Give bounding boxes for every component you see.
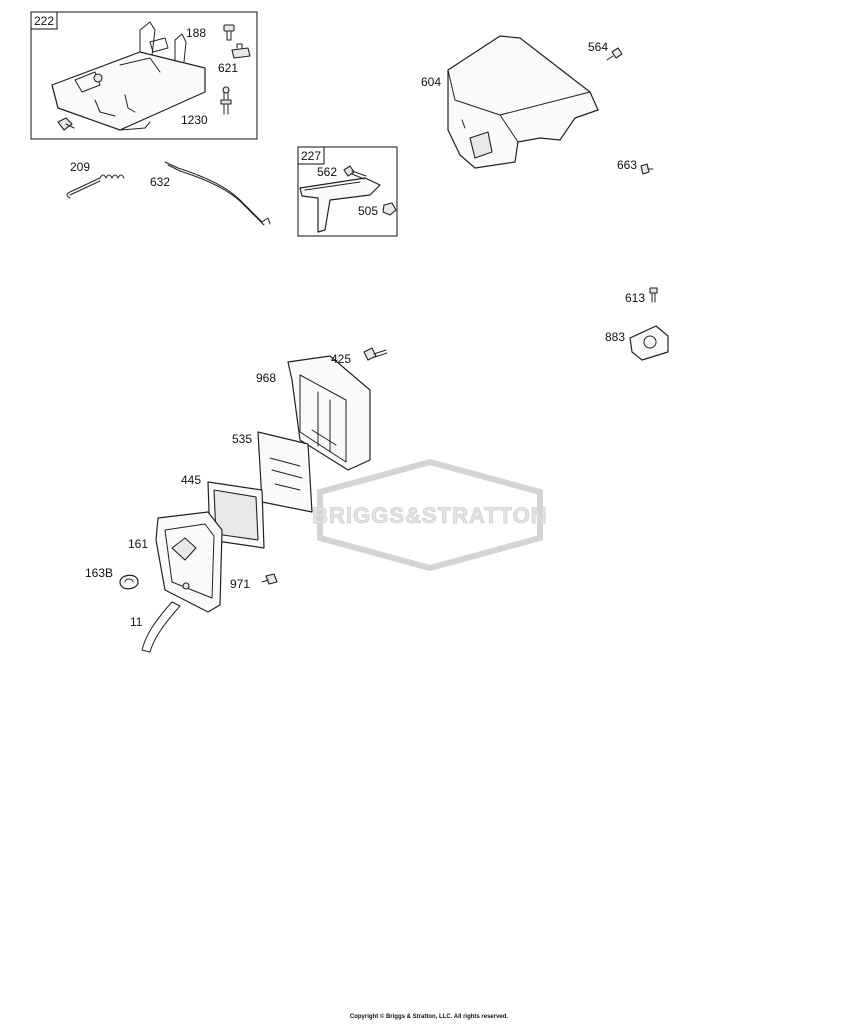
callout-883: 883: [605, 330, 625, 344]
callout-971: 971: [230, 577, 250, 591]
callout-188: 188: [186, 26, 206, 40]
screw-562-part: [343, 165, 367, 180]
callout-425: 425: [331, 352, 351, 366]
callout-445: 445: [181, 473, 201, 487]
callout-621: 621: [218, 61, 238, 75]
stud-1230-part: [220, 86, 232, 115]
callout-632: 632: [150, 175, 170, 189]
group-227: 227: [297, 146, 398, 237]
precleaner-535-part: [257, 431, 313, 513]
callout-209: 209: [70, 160, 90, 174]
group-227-frame: [297, 146, 398, 237]
callout-161: 161: [128, 537, 148, 551]
callout-1230: 1230: [181, 113, 208, 127]
callout-564: 564: [588, 40, 608, 54]
watermark-text: BRIGGS&STRATTON: [312, 503, 547, 528]
callout-505: 505: [358, 204, 378, 218]
callout-604: 604: [421, 75, 441, 89]
callout-163B: 163B: [85, 566, 113, 580]
callout-663: 663: [617, 158, 637, 172]
screw-564-part: [606, 47, 623, 61]
clamp-163B-part: [119, 574, 139, 590]
callout-613: 613: [625, 291, 645, 305]
spring-209-part: [66, 174, 125, 199]
screw-188-part: [223, 24, 235, 41]
callout-562: 562: [317, 165, 337, 179]
filter-445-part: [207, 481, 265, 549]
shroud-604-part: [447, 35, 599, 169]
screw-971-part: [261, 573, 278, 585]
group-222-label: 222: [34, 14, 54, 28]
control-bracket-part: [51, 21, 206, 131]
group-227-label-frame: [297, 146, 325, 165]
watermark-logo: BRIGGS&STRATTON: [312, 458, 547, 572]
group-227-label: 227: [301, 149, 321, 163]
gasket-883-part: [629, 325, 669, 361]
callout-11: 11: [130, 615, 143, 629]
copyright-notice: Copyright © Briggs & Stratton, LLC. All …: [349, 1014, 509, 1020]
clip-621-part: [231, 43, 251, 59]
cable-632-part: [164, 161, 271, 226]
group-222-label-frame: [30, 11, 58, 30]
screw-663-part: [640, 163, 654, 175]
screw-bracket-part: [57, 117, 75, 131]
group-222-frame: [30, 11, 258, 140]
callout-968: 968: [256, 371, 276, 385]
cover-161-part: [155, 511, 223, 613]
bolt-425-part: [363, 347, 388, 361]
hose-11-part: [141, 601, 181, 653]
screw-613-part: [649, 287, 658, 303]
nut-505-part: [382, 202, 397, 216]
base-968-part: [287, 355, 371, 471]
callout-535: 535: [232, 432, 252, 446]
group-222: 222: [30, 11, 258, 140]
throttle-lever-part: [299, 177, 381, 233]
